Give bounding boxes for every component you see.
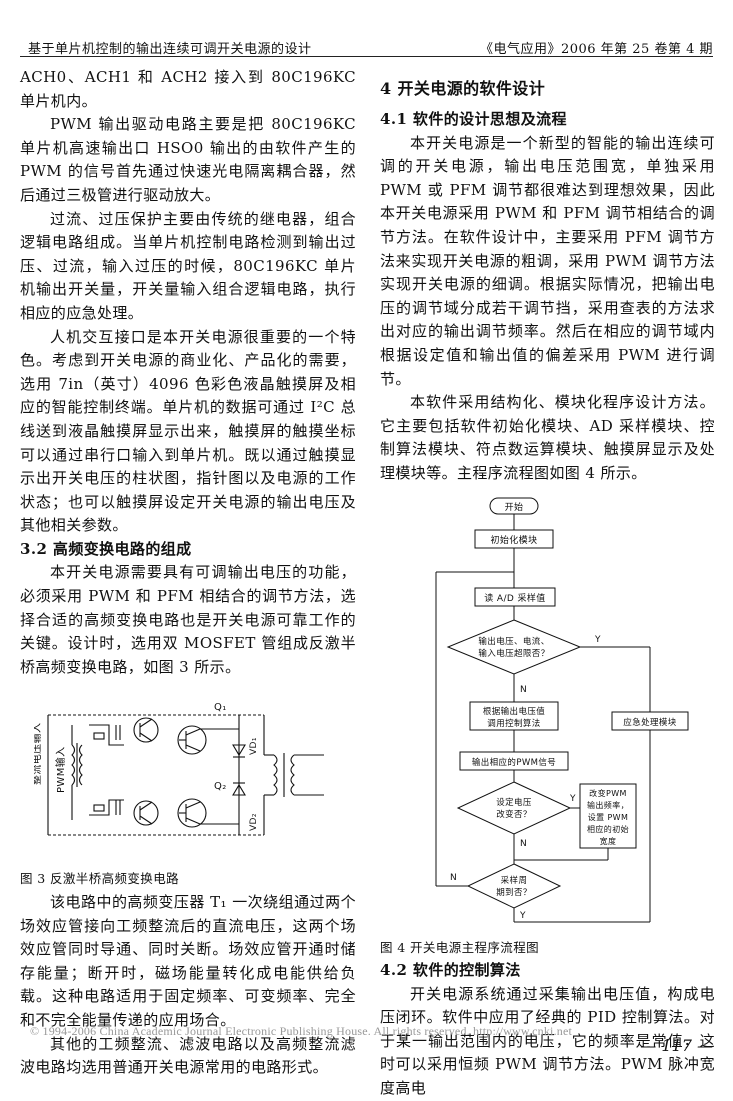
label-vd2: VD₂ [249,814,259,832]
label-q1: Q₁ [214,702,227,713]
paragraph: 本软件采用结构化、模块化程序设计方法。它主要包括软件初始化模块、AD 采样模块、… [380,393,715,482]
page-number: — 117 — [640,1036,713,1055]
svg-text:初始化模块: 初始化模块 [490,534,537,546]
svg-text:输出电压、电流、: 输出电压、电流、 [478,636,549,647]
svg-text:期到否？: 期到否？ [496,888,532,898]
svg-text:宽度: 宽度 [600,836,617,846]
svg-text:设定电压: 设定电压 [496,797,532,808]
running-title: 基于单片机控制的输出连续可调开关电源的设计 [28,42,312,57]
paragraph: 过流、过压保护主要由传统的继电器，组合逻辑电路组成。当单片机控制电路检测到输出过… [20,209,356,322]
svg-text:N: N [450,873,457,883]
svg-text:调用控制算法: 调用控制算法 [487,718,540,729]
figure-3-caption: 图 3 反激半桥高频变换电路 [20,871,180,887]
header-rule [20,56,713,57]
svg-text:N: N [520,685,527,695]
svg-text:相应的初始: 相应的初始 [587,824,629,834]
label-pwm-input: PWM输入 [54,747,67,794]
svg-text:输出频率，: 输出频率， [587,800,629,810]
section-heading-4-1: 4.1 软件的设计思想及流程 [380,110,567,128]
paragraph: 该电路中的高频变压器 T₁ 一次绕组通过两个场效应管接向工频整流后的直流电压，这… [20,893,356,1029]
svg-text:Y: Y [569,794,576,804]
svg-text:根据输出电压值: 根据输出电压值 [483,706,545,717]
paragraph: ACH0、ACH1 和 ACH2 接入到 80C196KC 单片机内。 [20,68,356,110]
page-header: 基于单片机控制的输出连续可调开关电源的设计 《电气应用》2006 年第 25 卷… [0,0,733,58]
label-q2: Q₂ [214,781,227,792]
svg-text:Y: Y [519,911,526,921]
svg-text:改变否？: 改变否？ [496,809,532,820]
svg-text:采样周: 采样周 [501,875,528,886]
svg-text:应急处理模块: 应急处理模块 [623,717,677,728]
svg-text:改变PWM: 改变PWM [589,788,627,798]
label-vd1: VD₁ [249,738,259,756]
flow-decision-limit [446,618,582,675]
paragraph: 本开关电源是一个新型的智能的输出连续可调的开关电源，输出电压范围宽，单独采用 P… [380,133,715,388]
flow-decision-sample-period [466,862,562,909]
svg-text:输出相应的PWM信号: 输出相应的PWM信号 [472,757,556,768]
paragraph: 其他的工频整流、滤波电路以及高频整流滤波电路均选用普通开关电源常用的电路形式。 [20,1034,356,1077]
figure-3-circuit: 整流电压输入 PWM输入 Q₁ Q₂ [34,702,324,836]
svg-text:N: N [520,839,527,849]
section-heading-3-2: 3.2 高频变换电路的组成 [20,539,192,558]
section-heading-4-2: 4.2 软件的控制算法 [380,961,521,980]
svg-text:输入电压超限否？: 输入电压超限否？ [478,648,549,659]
figure-4-caption: 图 4 开关电源主程序流程图 [380,939,540,955]
svg-text:读 A/D 采样值: 读 A/D 采样值 [484,592,545,604]
paragraph: 本开关电源需要具有可调输出电压的功能，必须采用 PWM 和 PFM 相结合的调节… [20,563,356,676]
label-rectified-input: 整流电压输入 [34,723,43,785]
left-column: ACH0、ACH1 和 ACH2 接入到 80C196KC 单片机内。 PWM … [20,66,356,1080]
flow-read-ad [474,587,556,606]
journal-info: 《电气应用》2006 年第 25 卷第 4 期 [479,42,713,57]
copyright-footer: © 1994-2006 China Academic Journal Elect… [30,1024,573,1038]
paragraph: 人机交互接口是本开关电源很重要的一个特色。考虑到开关电源的商业化、产品化的需要，… [20,327,356,535]
section-heading-4: 4 开关电源的软件设计 [380,79,546,98]
svg-text:Y: Y [594,635,601,645]
paragraph: PWM 输出驱动电路主要是把 80C196KC 单片机高速输出口 HSO0 输出… [20,115,356,204]
svg-text:开始: 开始 [505,501,524,513]
flow-decision-setpoint [456,780,572,835]
right-column: 4 开关电源的软件设计 4.1 软件的设计思想及流程 本开关电源是一个新型的智能… [380,66,715,1101]
svg-text:设置 PWM: 设置 PWM [588,812,629,822]
figure-4-flowchart: 开始 初始化模块 读 A/D 采样值 输出电压、电流、 输入电压超限否？ Y N… [435,497,689,922]
